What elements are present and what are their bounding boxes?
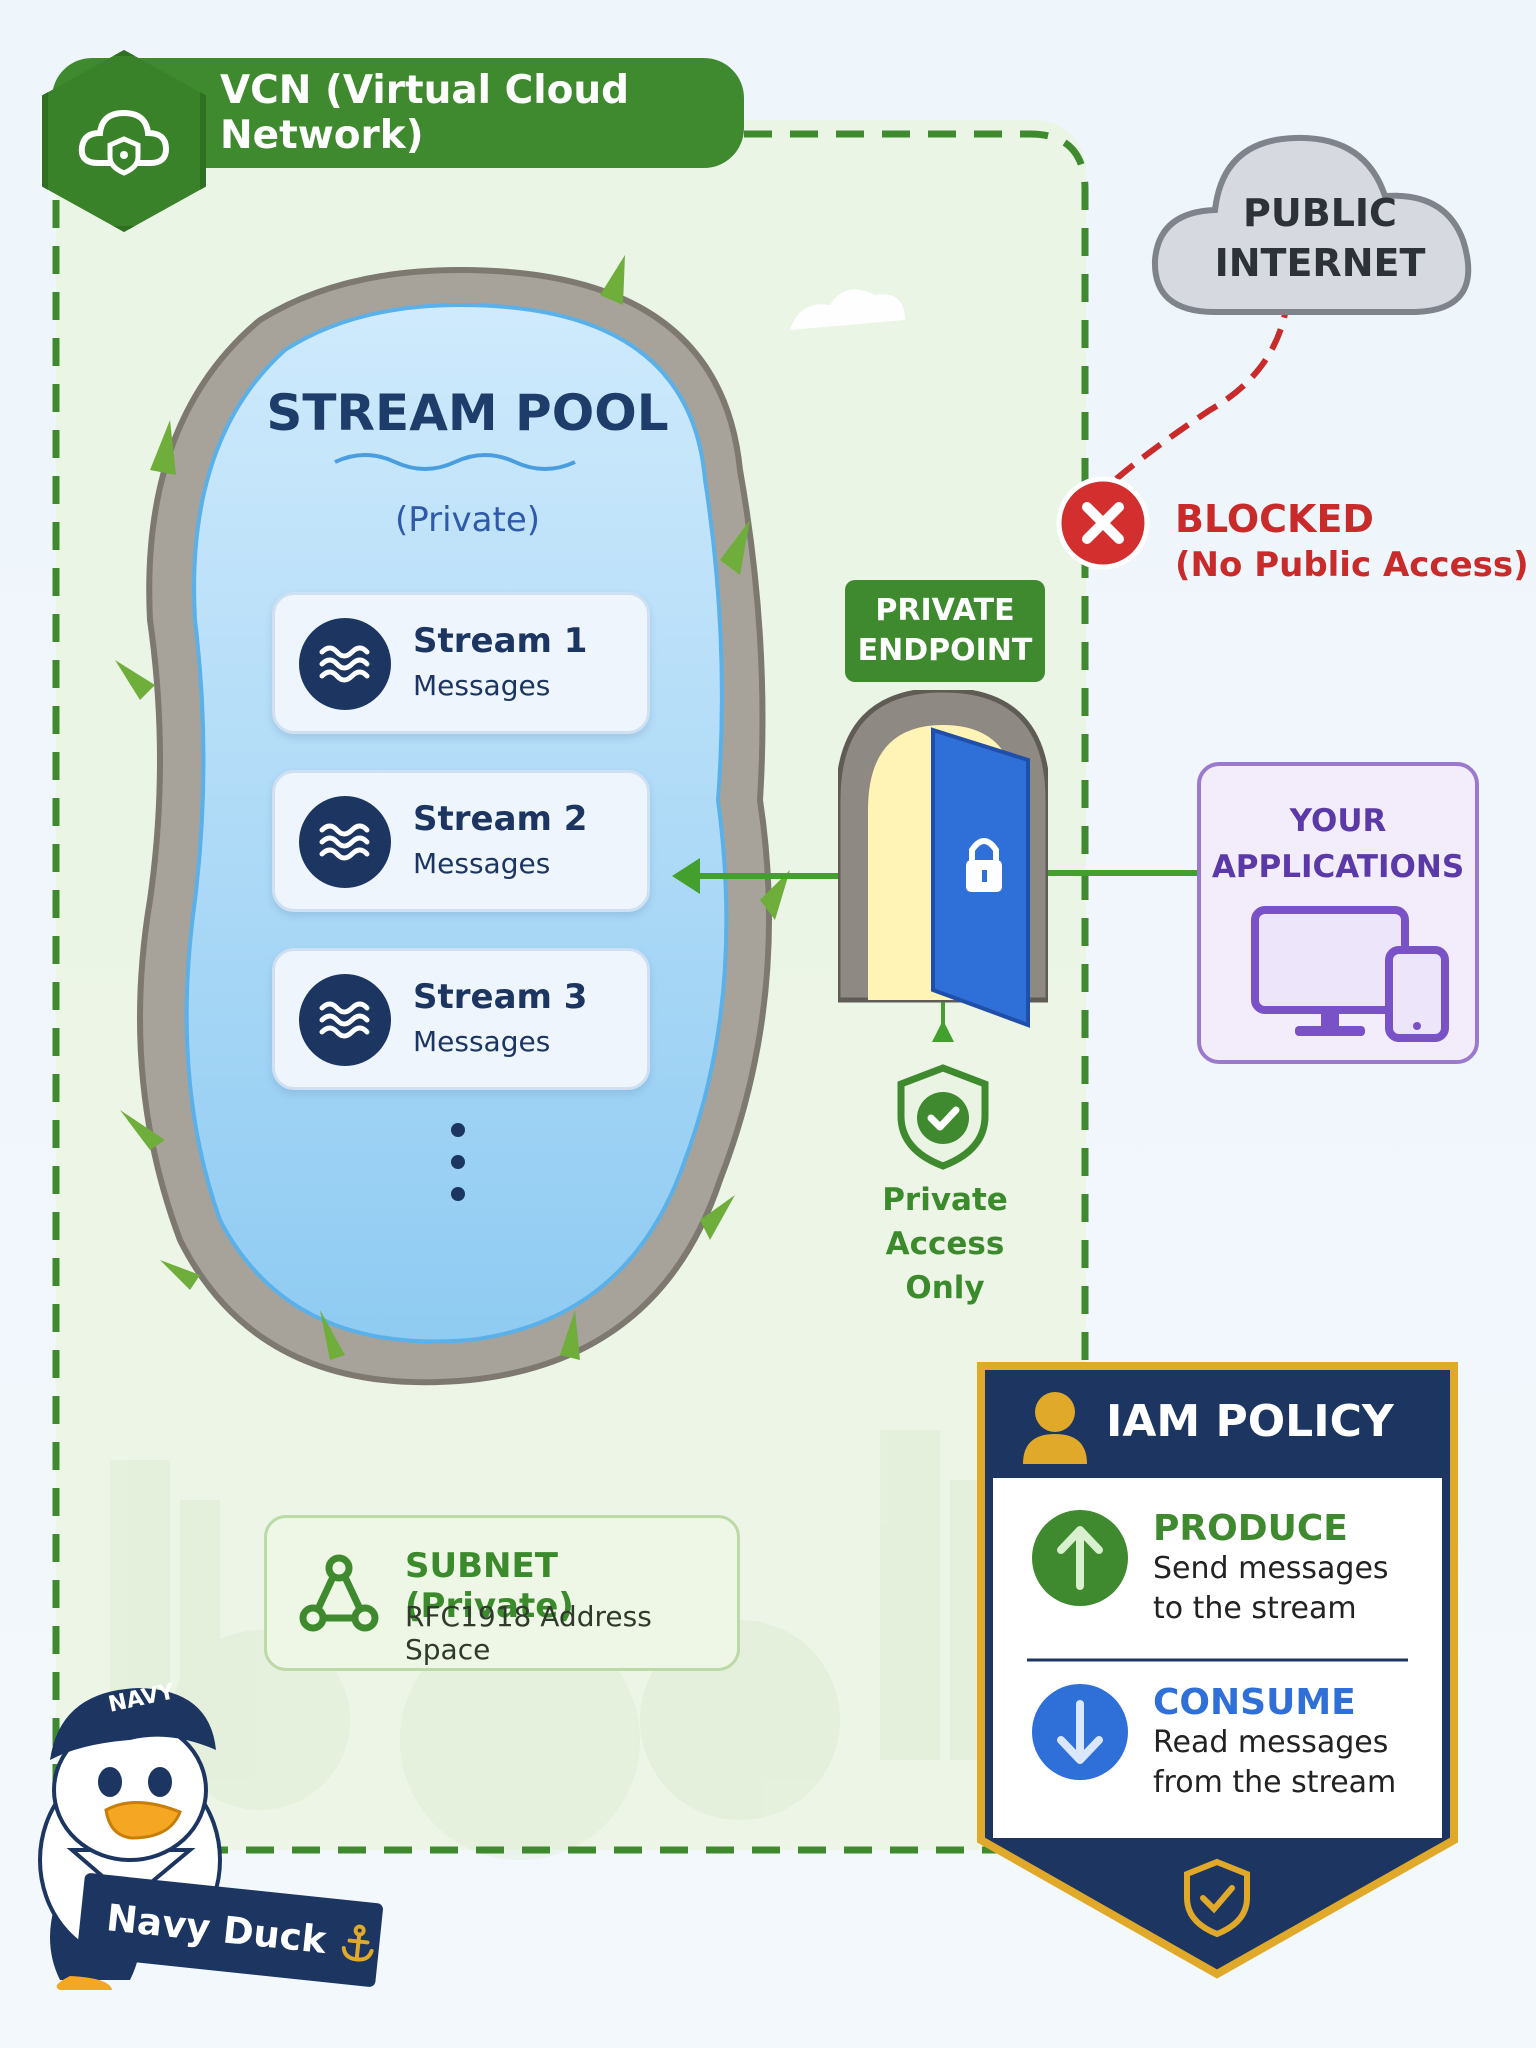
cloud-icon bbox=[1151, 134, 1472, 315]
stream-subtitle: Messages bbox=[413, 1025, 551, 1058]
access-line1: Private Access bbox=[882, 1182, 1008, 1262]
stream-card-3[interactable]: Stream 3 Messages bbox=[272, 948, 650, 1090]
private-endpoint-label: PRIVATE ENDPOINT bbox=[845, 580, 1045, 682]
applications-label: YOUR APPLICATIONS bbox=[1201, 798, 1475, 890]
stream-title: Stream 3 bbox=[413, 977, 588, 1017]
waves-icon bbox=[299, 974, 391, 1066]
consume-line1: Read messages bbox=[1153, 1725, 1389, 1760]
private-access-note: Private Access Only bbox=[820, 1178, 1070, 1310]
produce-title: PRODUCE bbox=[1153, 1508, 1348, 1549]
stream-card-2[interactable]: Stream 2 Messages bbox=[272, 770, 650, 912]
lock-icon bbox=[966, 838, 1002, 892]
subnet-subtitle: RFC1918 Address Space bbox=[405, 1600, 652, 1666]
stream-subtitle: Messages bbox=[413, 847, 551, 880]
access-line2: Only bbox=[905, 1270, 985, 1306]
produce-line2: to the stream bbox=[1153, 1591, 1357, 1626]
mascot-banner: Navy Duck bbox=[76, 1872, 384, 1988]
user-icon bbox=[1023, 1392, 1087, 1464]
public-internet-label: PUBLIC INTERNET bbox=[1185, 188, 1455, 288]
blocked-title: BLOCKED bbox=[1175, 497, 1374, 541]
private-endpoint-door bbox=[838, 690, 1048, 1028]
arrow-up-icon bbox=[1032, 1510, 1128, 1606]
blocked-x-icon bbox=[1056, 476, 1150, 570]
consume-title: CONSUME bbox=[1153, 1682, 1356, 1723]
produce-line1: Send messages bbox=[1153, 1551, 1389, 1586]
consume-block: CONSUME Read messages from the stream bbox=[1153, 1682, 1396, 1803]
anchor-icon bbox=[341, 1924, 374, 1962]
consume-line2: from the stream bbox=[1153, 1765, 1397, 1800]
waves-icon bbox=[299, 796, 391, 888]
devices-icon bbox=[1251, 906, 1449, 1042]
more-dots-icon bbox=[451, 1123, 465, 1201]
network-nodes-icon bbox=[299, 1554, 379, 1632]
stream-card-1[interactable]: Stream 1 Messages bbox=[272, 592, 650, 734]
applications-box: YOUR APPLICATIONS bbox=[1197, 762, 1479, 1064]
shield-badge-icon bbox=[1184, 1858, 1250, 1938]
arrow-down-icon bbox=[1032, 1684, 1128, 1780]
produce-block: PRODUCE Send messages to the stream bbox=[1153, 1508, 1389, 1629]
subnet-title: SUBNET (Private) bbox=[405, 1546, 574, 1626]
vcn-title: VCN (Virtual Cloud Network) bbox=[220, 68, 630, 158]
mascot-name: Navy Duck bbox=[104, 1895, 329, 1962]
iam-policy-title: IAM POLICY bbox=[1106, 1396, 1394, 1447]
stream-pool-subtitle-wrap: (Private) bbox=[240, 500, 695, 540]
iam-policy-shield bbox=[977, 1362, 1458, 1979]
apps-line1: YOUR bbox=[1289, 803, 1387, 839]
stream-pool-header: STREAM POOL bbox=[240, 384, 695, 442]
stream-subtitle: Messages bbox=[413, 669, 551, 702]
subnet-box: SUBNET (Private) RFC1918 Address Space bbox=[264, 1515, 740, 1671]
stream-title: Stream 1 bbox=[413, 621, 588, 661]
internet-line1: PUBLIC bbox=[1243, 191, 1397, 235]
blocked-subtitle: (No Public Access) bbox=[1175, 545, 1529, 585]
waves-icon bbox=[299, 618, 391, 710]
endpoint-line1: PRIVATE bbox=[875, 593, 1015, 628]
apps-line2: APPLICATIONS bbox=[1211, 849, 1465, 885]
stream-title: Stream 2 bbox=[413, 799, 588, 839]
internet-line2: INTERNET bbox=[1214, 241, 1426, 285]
shield-check-icon bbox=[897, 1064, 989, 1170]
stream-pool-title: STREAM POOL bbox=[266, 384, 669, 442]
stream-pool-subtitle: (Private) bbox=[394, 500, 541, 540]
endpoint-line2: ENDPOINT bbox=[857, 633, 1033, 668]
